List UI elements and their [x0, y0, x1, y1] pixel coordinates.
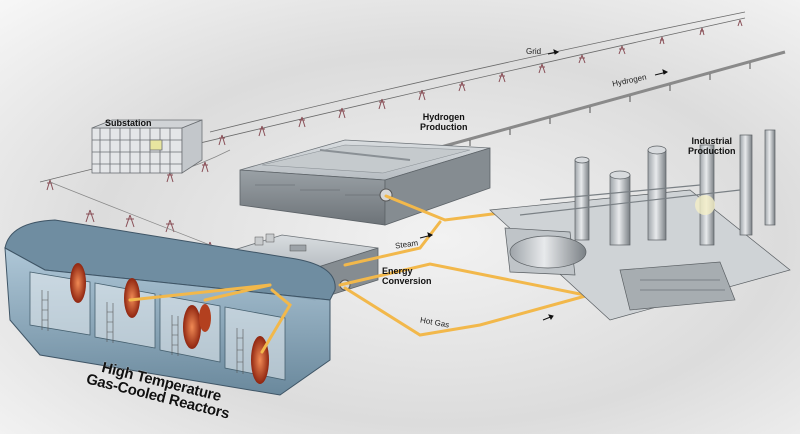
grid-flow-label: Grid: [526, 47, 542, 56]
process-pipes: [128, 194, 602, 354]
industrial-production-label: Industrial Production: [688, 136, 736, 156]
hydrogen-production-label: Hydrogen Production: [420, 112, 468, 132]
hydrogen-production-label-line1: Hydrogen: [422, 112, 465, 122]
industrial-plant: [489, 129, 791, 321]
hydrogen-production-building: [239, 139, 491, 226]
hydrogen-production-label-line2: Production: [420, 122, 468, 132]
pipeline-supports: [469, 63, 751, 146]
flow-arrows: [419, 49, 668, 321]
energy-conversion-label-line1: Energy: [382, 266, 413, 276]
transmission-pylons: [46, 19, 743, 257]
energy-conversion-label-line2: Conversion: [382, 276, 432, 286]
substation-label: Substation: [105, 118, 152, 128]
energy-conversion-label: Energy Conversion: [382, 266, 432, 286]
hydrogen-pipeline: [429, 50, 786, 152]
substation-structure: [91, 119, 203, 174]
industrial-production-label-line2: Production: [688, 146, 736, 156]
industrial-production-label-line1: Industrial: [691, 136, 732, 146]
